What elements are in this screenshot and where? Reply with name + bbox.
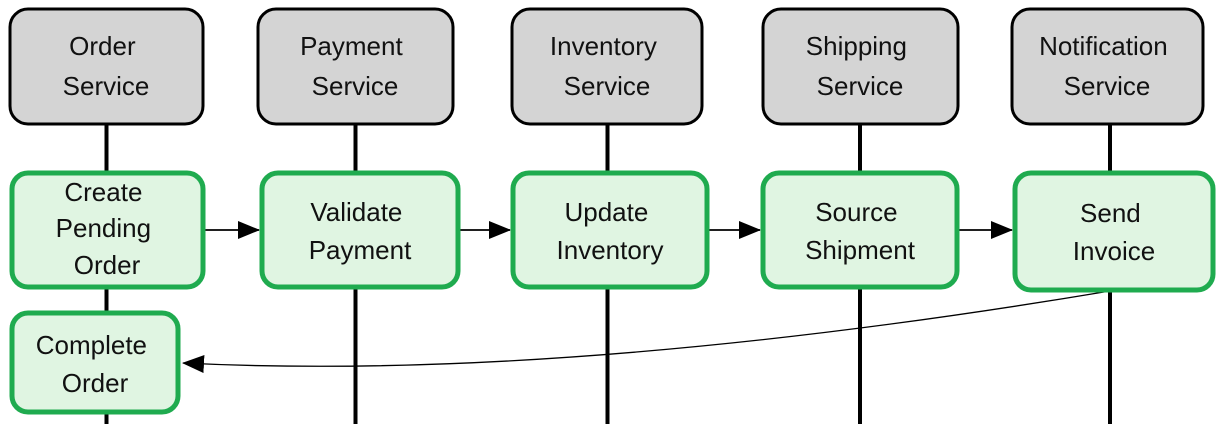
step-node-create-pending-order: Create Pending Order — [9, 170, 206, 290]
service-node-order: Order Service — [8, 7, 205, 126]
step-node-send-invoice: Send Invoice — [1012, 170, 1216, 293]
arrow-send-invoice-to-complete-order — [182, 290, 1111, 374]
step-node-update-inventory: Update Inventory — [510, 170, 710, 290]
service-label-inventory: Inventory Service — [550, 31, 664, 101]
step-box-update-inventory — [510, 170, 710, 290]
step-node-complete-order: Complete Order — [9, 310, 181, 415]
step-label-create-pending-order: Create Pending Order — [56, 177, 159, 280]
service-node-inventory: Inventory Service — [510, 7, 704, 126]
service-node-shipping: Shipping Service — [761, 7, 960, 126]
service-node-payment: Payment Service — [256, 7, 455, 126]
step-box-create-pending-order — [9, 170, 206, 290]
service-box-notification — [1010, 7, 1205, 126]
service-node-notification: Notification Service — [1010, 7, 1205, 126]
step-box-send-invoice — [1012, 170, 1216, 293]
service-box-order — [8, 7, 205, 126]
step-label-update-inventory: Update Inventory — [557, 197, 664, 265]
step-label-source-shipment: Source Shipment — [805, 197, 916, 265]
step-node-validate-payment: Validate Payment — [259, 170, 461, 290]
step-label-complete-order: Complete Order — [36, 330, 155, 398]
service-label-notification: Notification Service — [1039, 31, 1175, 101]
service-label-payment: Payment Service — [300, 31, 410, 101]
service-label-order: Order Service — [63, 31, 150, 101]
service-label-shipping: Shipping Service — [806, 31, 914, 101]
service-box-shipping — [761, 7, 960, 126]
step-box-source-shipment — [760, 170, 960, 290]
step-box-complete-order — [9, 310, 181, 415]
step-label-send-invoice: Send Invoice — [1073, 198, 1155, 266]
step-box-validate-payment — [259, 170, 461, 290]
flow-arrows — [182, 221, 1111, 374]
service-box-payment — [256, 7, 455, 126]
service-box-inventory — [510, 7, 704, 126]
step-node-source-shipment: Source Shipment — [760, 170, 960, 290]
step-label-validate-payment: Validate Payment — [309, 197, 412, 265]
